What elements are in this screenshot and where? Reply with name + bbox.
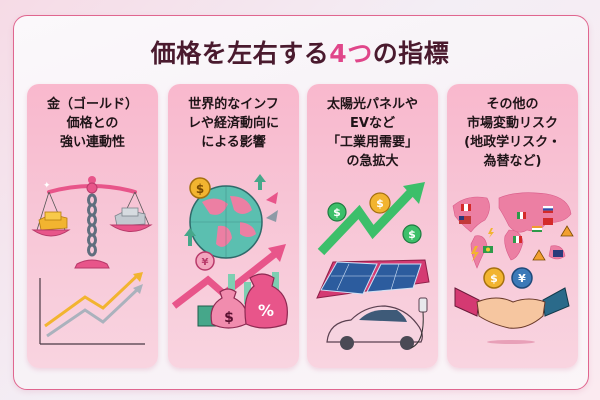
dollar-coin-icon: $ (483, 267, 505, 289)
chain-icon (87, 193, 97, 257)
solar-panel-icon: $ $ $ (307, 182, 438, 362)
card-title: 太陽光パネルや EVなど 「工業用需要」 の急拡大 (326, 97, 418, 169)
balance-scale-icon: ✦ ✦ (27, 170, 158, 280)
card-inflation-economy: 世界的なインフ レや経済動向に による影響 $ ¥ (168, 84, 299, 368)
dollar-coin-icon: $ (189, 177, 211, 199)
svg-text:$: $ (224, 310, 234, 326)
green-rising-arrow-icon (317, 182, 425, 256)
svg-text:$: $ (333, 206, 341, 219)
yen-coin-icon: ¥ (195, 251, 215, 271)
gold-bars-icon (38, 211, 68, 231)
svg-text:$: $ (490, 272, 498, 285)
card-market-risks: その他の 市場変動リスク (地政学リスク・ 為替など) (447, 84, 578, 368)
world-map-icon: $ ¥ (447, 184, 578, 364)
yen-coin-icon: ¥ (511, 267, 533, 289)
up-arrows-icon (184, 174, 266, 246)
lightning-icon (471, 228, 494, 262)
card-title: その他の 市場変動リスク (地政学リスク・ 為替など) (464, 97, 561, 169)
svg-text:¥: ¥ (202, 257, 209, 268)
svg-text:$: $ (408, 228, 416, 241)
svg-text:%: % (258, 301, 274, 320)
svg-text:$: $ (376, 197, 384, 210)
flag-icons (459, 204, 563, 257)
svg-text:¥: ¥ (518, 272, 526, 285)
svg-text:✦: ✦ (43, 181, 51, 191)
warning-icon (532, 225, 574, 261)
charging-station-icon (410, 297, 428, 349)
svg-text:$: $ (196, 182, 204, 196)
page-title: 価格を左右する4つの指標 (150, 39, 450, 68)
dollar-coin-icon: $ $ $ (327, 192, 422, 244)
rising-arrow-icon (171, 244, 286, 309)
card-industrial-demand: 太陽光パネルや EVなど 「工業用需要」 の急拡大 $ $ $ (307, 84, 438, 368)
handshake-icon (454, 287, 570, 329)
card-title: 金（ゴールド） 価格との 強い連動性 (46, 97, 138, 150)
dual-rising-line-chart-icon (27, 272, 158, 362)
title-accent: 4つ (329, 39, 373, 68)
money-bag-percent-icon: % (244, 273, 288, 329)
silver-bars-icon (114, 207, 146, 227)
card-gold-correlation: 金（ゴールド） 価格との 強い連動性 (27, 84, 158, 368)
money-bag-dollar-icon: $ (210, 288, 248, 329)
card-title: 世界的なインフ レや経済動向に による影響 (187, 97, 279, 150)
electric-car-icon (326, 305, 423, 350)
globe-icon: $ ¥ $ % (168, 174, 299, 364)
